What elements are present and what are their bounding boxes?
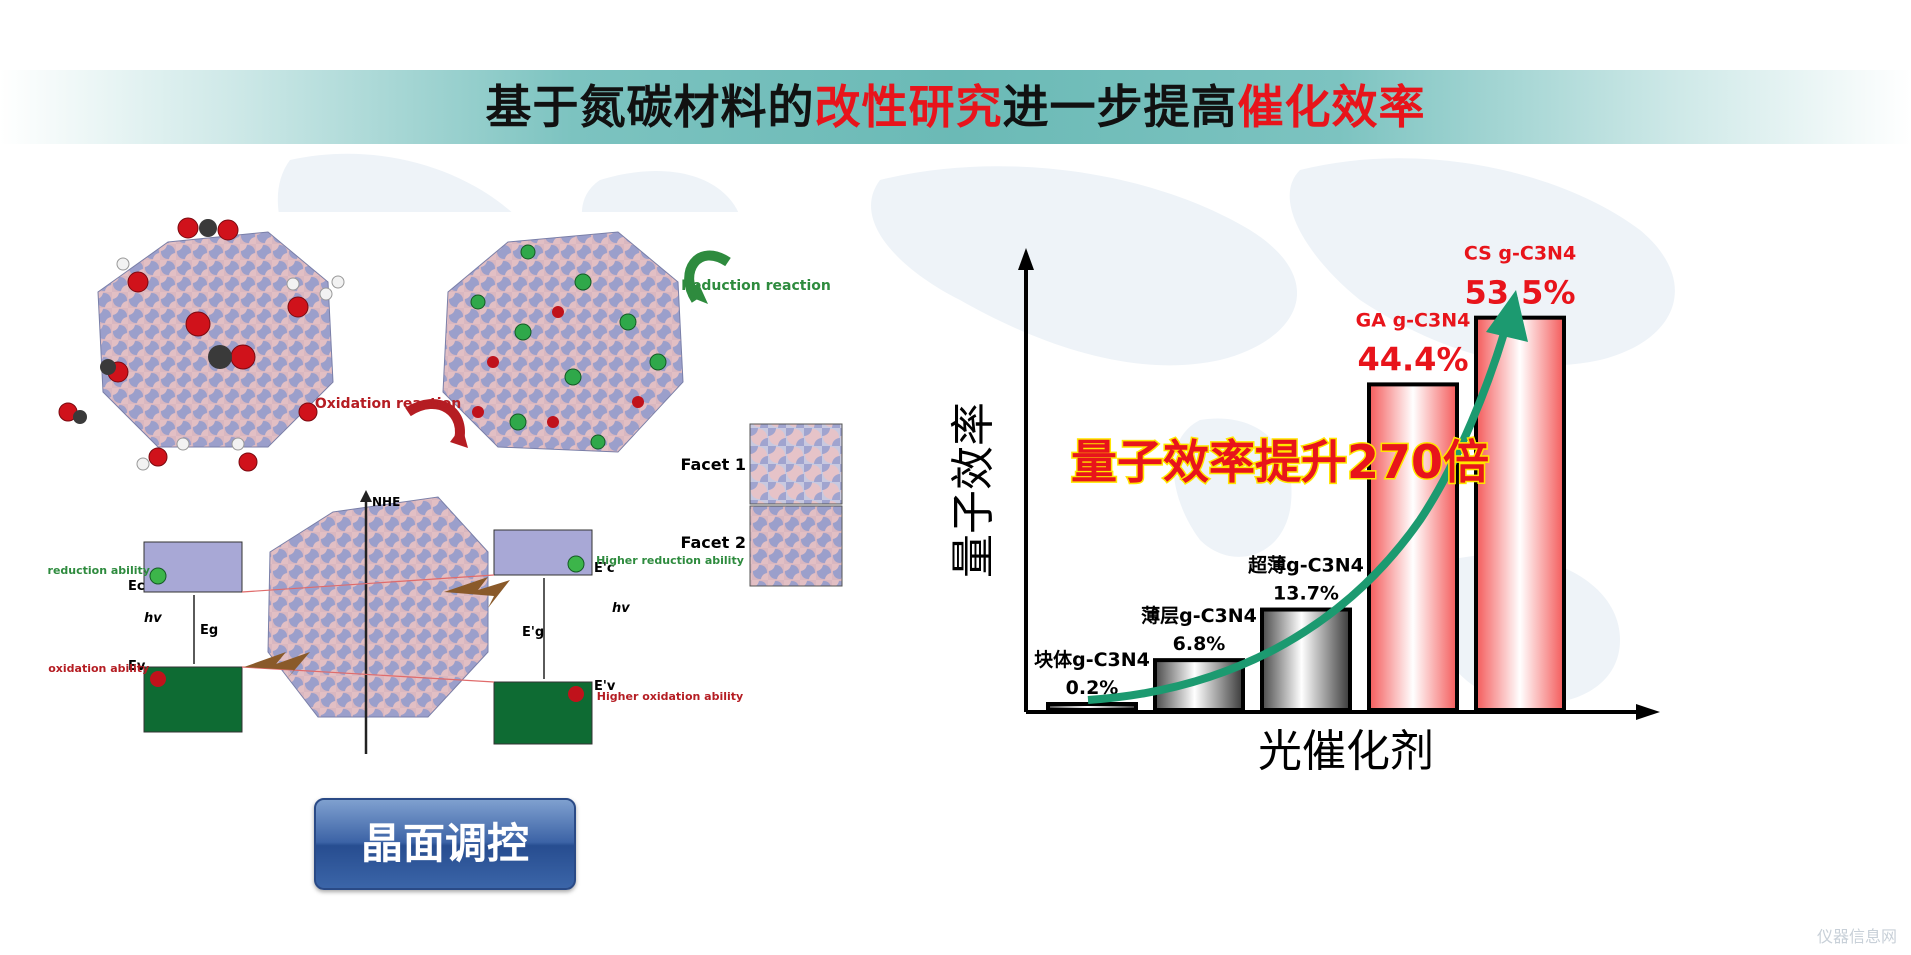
nhe-label: NHE (372, 495, 400, 509)
bar-value-label-3: 13.7% (1273, 583, 1339, 605)
title-part-1: 基于氮碳材料的 (485, 80, 815, 134)
bars-group: 0.2% 块体g-C3N4 6.8% 薄层g-C3N4 13.7% 超薄g-C3N4 44.… (1034, 243, 1576, 713)
page-title: 基于氮碳材料的改性研究进一步提高催化效率 (0, 70, 1911, 144)
bar-category-label-1: 块体g-C3N4 (1034, 648, 1150, 671)
facet-2-label: Facet 2 (681, 533, 746, 552)
svg-text:E'v: E'v (594, 679, 616, 694)
bar-1 (1046, 702, 1138, 712)
title-part-4: 催化效率 (1237, 80, 1426, 134)
improvement-annotation: 量子效率提升270倍 (1071, 435, 1489, 489)
lower-reduction-label: Lower reduction ability (48, 564, 150, 577)
bar-3 (1260, 607, 1352, 712)
trend-arrow-head (1486, 290, 1528, 342)
facet-control-button[interactable]: 晶面调控 (314, 798, 576, 890)
facet-1-tile (749, 423, 843, 505)
title-part-2: 改性研究 (814, 80, 1003, 134)
bar-value-label-2: 6.8% (1173, 633, 1226, 655)
svg-text:hv: hv (144, 611, 162, 626)
bar-value-label-4: 44.4% (1357, 340, 1468, 378)
watermark: 仪器信息网 (1816, 927, 1897, 946)
facet-1-label: Facet 1 (681, 455, 746, 474)
title-part-3: 进一步提高 (1002, 80, 1238, 134)
bar-category-label-2: 薄层g-C3N4 (1141, 605, 1257, 627)
bar-category-label-3: 超薄g-C3N4 (1247, 554, 1364, 577)
x-axis-label: 光催化剂 (1258, 726, 1434, 777)
oxidation-label: Oxidation reaction (315, 396, 461, 412)
trend-arrow (1087, 328, 1509, 704)
nanoparticle-adsorption (58, 217, 345, 472)
facet-2-tile (749, 505, 843, 587)
svg-text:Ec: Ec (128, 579, 145, 594)
bar-value-label-1: 0.2% (1066, 677, 1119, 699)
title-banner (0, 70, 1911, 144)
svg-text:hv: hv (612, 601, 630, 616)
left-cb (143, 541, 243, 593)
facet-schematic: Reduction reaction Oxidation reaction Fa… (48, 212, 856, 757)
svg-text:Ev: Ev (128, 659, 146, 674)
svg-text:E'g: E'g (522, 625, 544, 640)
reduction-label: Reduction reaction (681, 278, 831, 294)
bar-category-label-5: CS g-C3N4 (1464, 243, 1576, 265)
higher-oxidation-label: Higher oxidation ability (597, 690, 743, 703)
svg-text:Eg: Eg (200, 623, 218, 638)
central-nanoparticle (267, 496, 489, 718)
svg-text:E'c: E'c (594, 561, 615, 576)
y-axis-label: 量子效率 (948, 402, 999, 578)
bar-4 (1367, 382, 1459, 712)
bar-value-label-5: 53.5% (1464, 274, 1575, 312)
higher-reduction-label: Higher reduction ability (596, 554, 744, 567)
quantum-efficiency-chart: 量子效率 光催化剂 0.2% 块体g-C3N4 6.8% 薄层g-C3N4 13.7% 超… (948, 243, 1660, 777)
bar-category-label-4: GA g-C3N4 (1356, 309, 1471, 331)
lower-oxidation-label: Lower oxidation ability (48, 662, 149, 675)
nanoparticle-redox (405, 231, 731, 453)
